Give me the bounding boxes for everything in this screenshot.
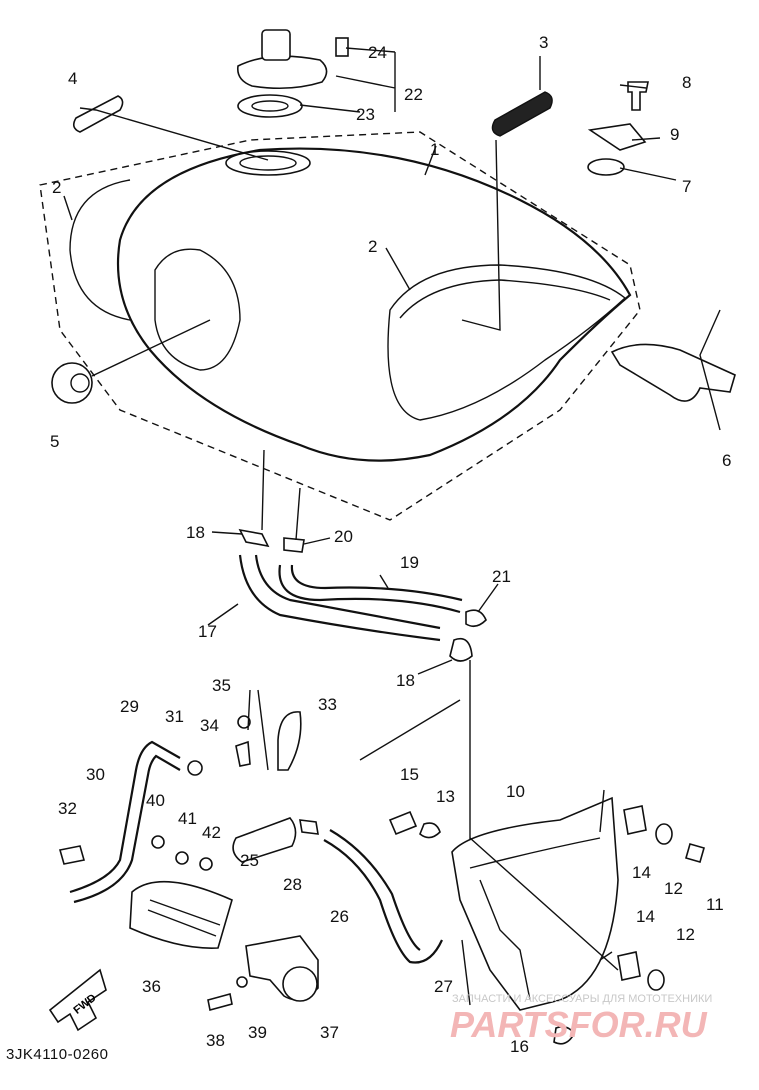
callout-16: 16 bbox=[510, 1037, 529, 1056]
callout-25: 25 bbox=[240, 851, 259, 870]
callout-14: 14 bbox=[632, 863, 651, 882]
callout-26: 26 bbox=[330, 907, 349, 926]
mounting-plate bbox=[587, 123, 647, 151]
tank-bolt bbox=[627, 81, 649, 111]
callout-35: 35 bbox=[212, 676, 231, 695]
callout-28: 28 bbox=[283, 875, 302, 894]
callout-8: 8 bbox=[682, 73, 691, 92]
callout-37: 37 bbox=[320, 1023, 339, 1042]
callout-22: 22 bbox=[404, 85, 423, 104]
seal-strip bbox=[72, 95, 124, 133]
callout-numbers: 1223456789101112121314141516171818192021… bbox=[50, 33, 731, 1056]
callout-6: 6 bbox=[722, 451, 731, 470]
callout-42: 42 bbox=[202, 823, 221, 842]
filter-clamp bbox=[277, 711, 302, 771]
pipe-clamp bbox=[58, 845, 86, 865]
leader-lines bbox=[63, 47, 721, 840]
cap-gasket bbox=[237, 94, 303, 118]
tank-side-panel bbox=[387, 264, 627, 421]
callout-33: 33 bbox=[318, 695, 337, 714]
callout-17: 17 bbox=[198, 622, 217, 641]
overflow-pipe bbox=[69, 740, 181, 894]
callout-31: 31 bbox=[165, 707, 184, 726]
callout-41: 41 bbox=[178, 809, 197, 828]
callout-23: 23 bbox=[356, 105, 375, 124]
callout-4: 4 bbox=[68, 69, 77, 88]
callout-34: 34 bbox=[200, 716, 219, 735]
callout-36: 36 bbox=[142, 977, 161, 996]
cap-screw bbox=[335, 37, 349, 57]
callout-12: 12 bbox=[664, 879, 683, 898]
tank-rear-ring bbox=[69, 179, 131, 321]
callout-20: 20 bbox=[334, 527, 353, 546]
callout-24: 24 bbox=[368, 43, 387, 62]
callout-13: 13 bbox=[436, 787, 455, 806]
callout-10: 10 bbox=[506, 782, 525, 801]
callout-19: 19 bbox=[400, 553, 419, 572]
side-box bbox=[451, 796, 619, 1011]
hose-clip bbox=[238, 528, 270, 548]
callout-12: 12 bbox=[676, 925, 695, 944]
rubber-damper bbox=[51, 362, 93, 404]
callout-18: 18 bbox=[186, 523, 205, 542]
fuel-filter bbox=[232, 817, 297, 863]
callout-9: 9 bbox=[670, 125, 679, 144]
fuel-tank bbox=[116, 147, 632, 462]
watermark-tagline: ЗАПЧАСТИ И АКСЕССУАРЫ ДЛЯ МОТОТЕХНИКИ bbox=[452, 993, 713, 1005]
washer bbox=[187, 760, 203, 776]
callout-32: 32 bbox=[58, 799, 77, 818]
callout-30: 30 bbox=[86, 765, 105, 784]
diagram-code: 3JK4110-0260 bbox=[6, 1046, 109, 1063]
filter-cover bbox=[129, 880, 233, 949]
callout-39: 39 bbox=[248, 1023, 267, 1042]
callout-2: 2 bbox=[52, 178, 61, 197]
callout-2: 2 bbox=[368, 237, 377, 256]
callout-5: 5 bbox=[50, 432, 59, 451]
callout-15: 15 bbox=[400, 765, 419, 784]
callout-40: 40 bbox=[146, 791, 165, 810]
collar bbox=[388, 810, 418, 836]
breather-hose bbox=[278, 564, 461, 614]
callout-3: 3 bbox=[539, 33, 548, 52]
watermark-brand: PARTSFOR.RU bbox=[450, 1004, 707, 1045]
callout-1: 1 bbox=[430, 140, 439, 159]
callout-7: 7 bbox=[682, 177, 691, 196]
callout-38: 38 bbox=[206, 1031, 225, 1050]
callout-11: 11 bbox=[706, 895, 724, 914]
callout-14: 14 bbox=[636, 907, 655, 926]
filler-ring bbox=[225, 150, 311, 176]
fuel-hose bbox=[238, 554, 441, 642]
assembly-outline bbox=[39, 131, 641, 521]
callout-29: 29 bbox=[120, 697, 139, 716]
tank-bracket bbox=[610, 343, 736, 402]
fuel-line bbox=[323, 839, 443, 964]
fuel-cap bbox=[236, 55, 328, 90]
emblem bbox=[491, 91, 553, 137]
grommet bbox=[623, 805, 647, 835]
grommet bbox=[587, 158, 625, 176]
fwd-arrow bbox=[48, 968, 107, 1032]
callout-27: 27 bbox=[434, 977, 453, 996]
callout-21: 21 bbox=[492, 567, 511, 586]
fuel-cap-lock bbox=[261, 29, 291, 61]
callout-18: 18 bbox=[396, 671, 415, 690]
